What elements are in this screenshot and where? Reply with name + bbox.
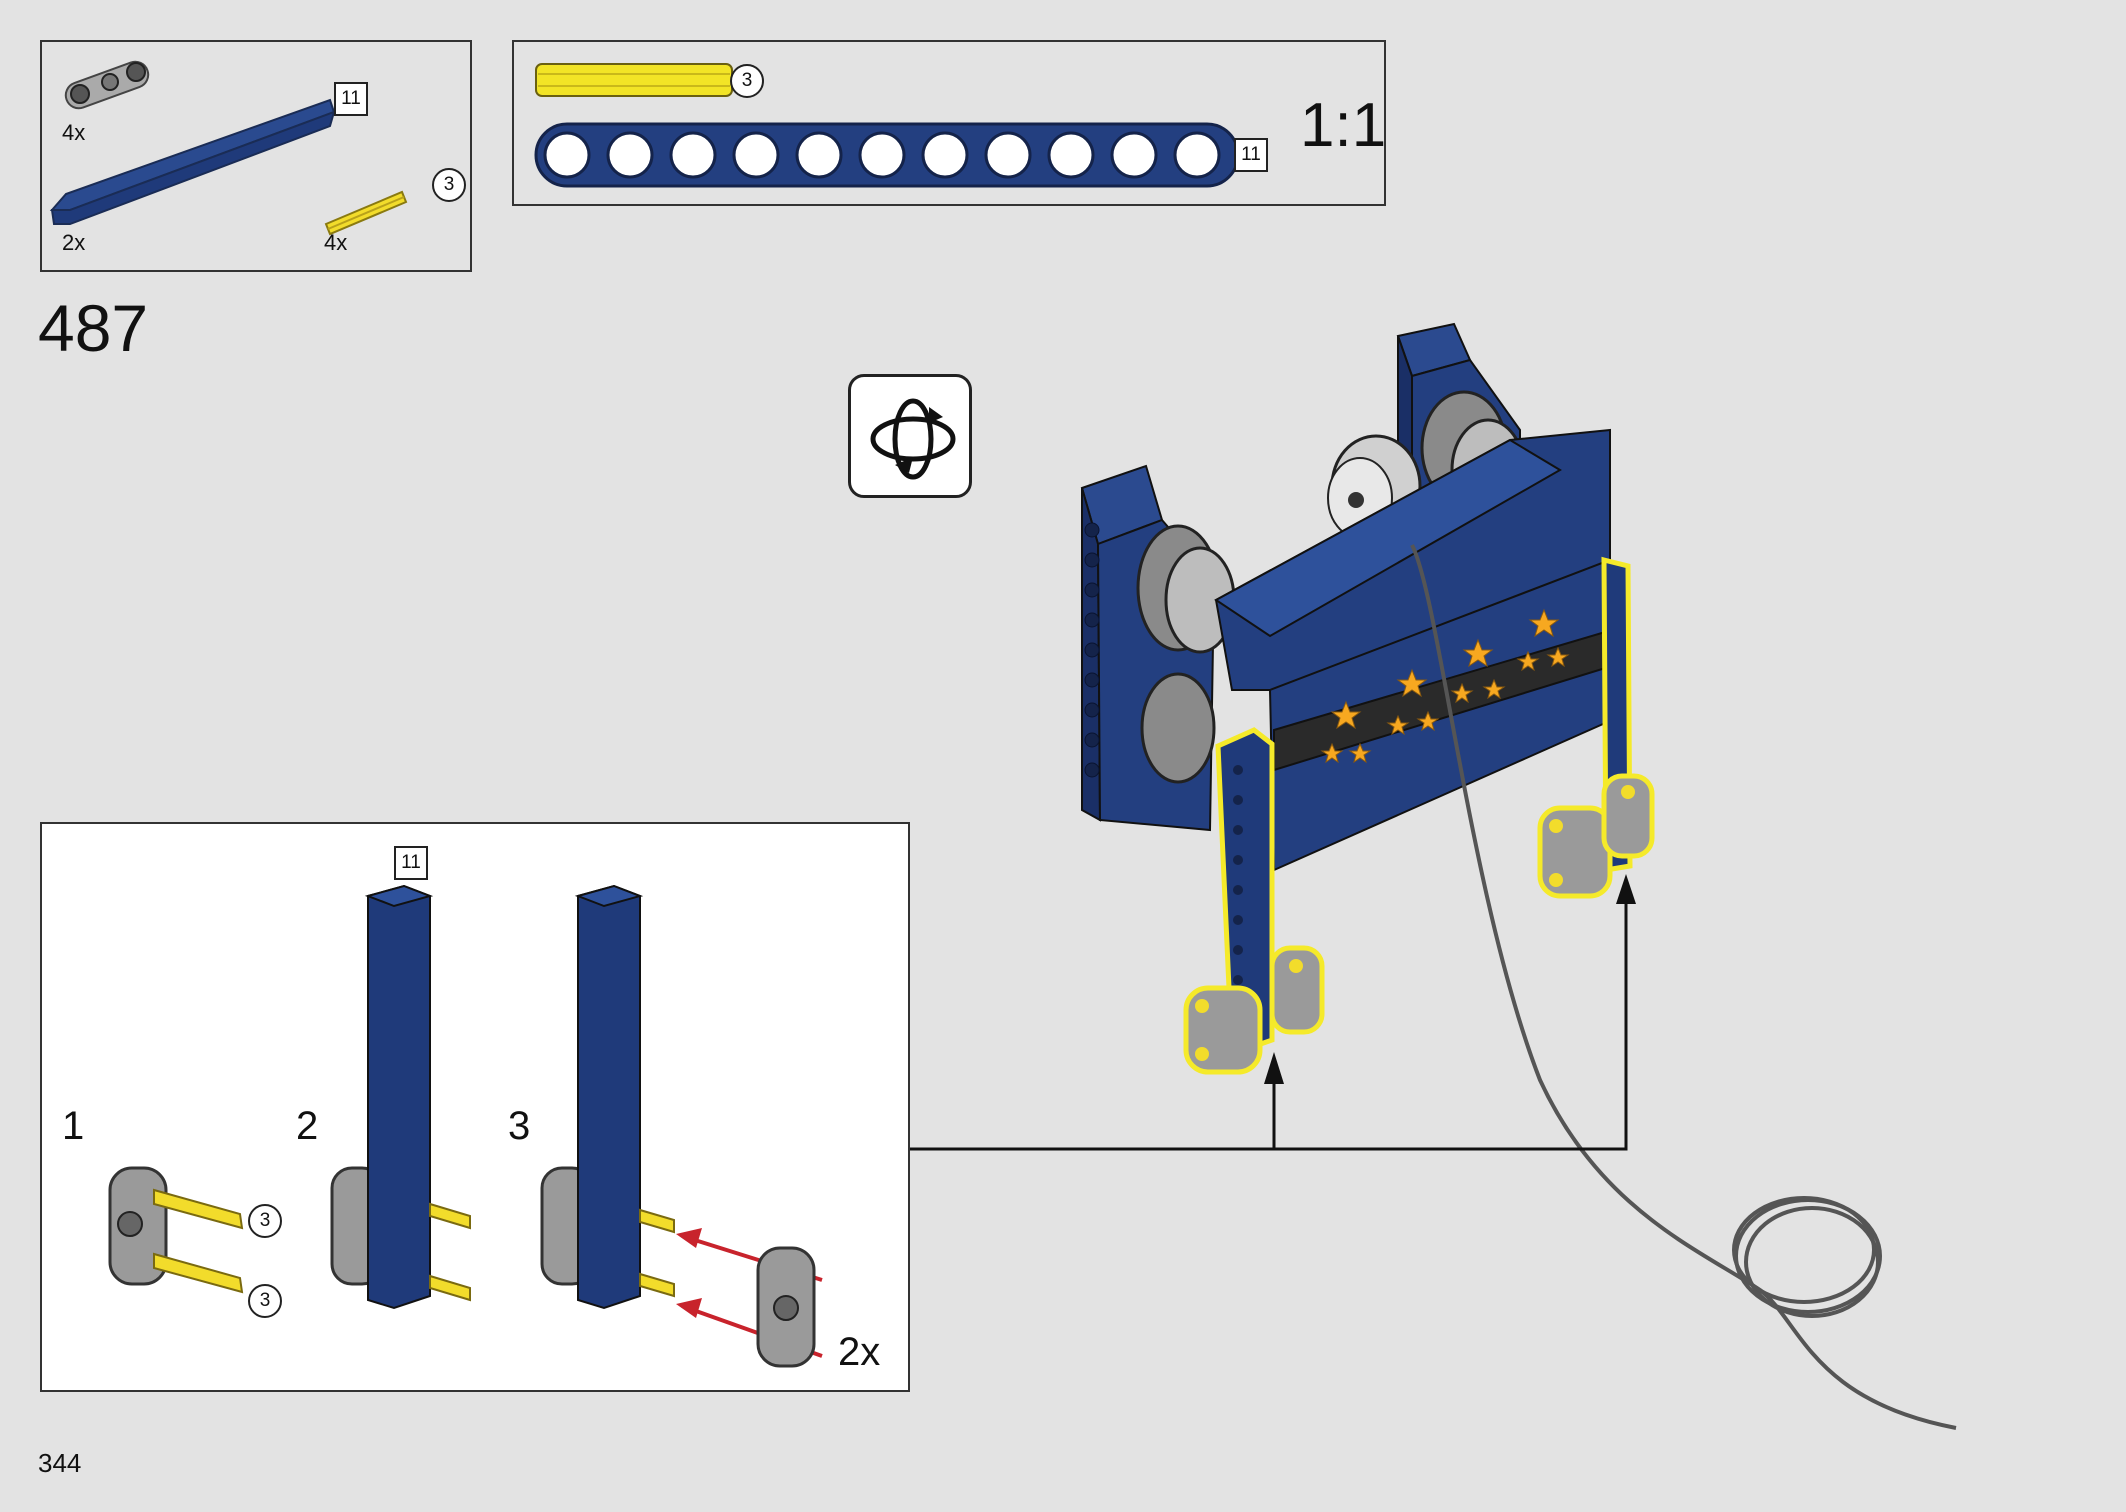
page-number: 344 <box>38 1448 82 1478</box>
model-gray-hub <box>1327 434 1422 539</box>
connector-part-icon <box>64 60 150 110</box>
scale-label: 1:1 <box>1300 91 1387 160</box>
parts-list-box: 4x 2x 4x 11 3 <box>40 40 472 272</box>
substep-callout-box: 11 1 2 3 3 3 2x <box>40 822 910 1392</box>
cable-coil <box>1732 1196 1882 1318</box>
model-left-leg <box>1183 727 1325 1075</box>
substep-3-assembly <box>540 884 823 1368</box>
arrow-up-left-icon <box>1264 1052 1284 1084</box>
rotate-model-icon <box>848 374 972 498</box>
beam-length-badge: 11 <box>334 82 368 116</box>
substep-1-axle-b-badge: 3 <box>248 1284 282 1318</box>
scale-art <box>534 63 1240 188</box>
substep-1-axle-a-badge: 3 <box>248 1204 282 1238</box>
beam-part-icon <box>49 98 336 225</box>
substep-1-number: 1 <box>62 1104 85 1148</box>
substep-1-assembly <box>108 1166 244 1294</box>
model-left-tower <box>1080 464 1236 832</box>
axle-scale-length-badge: 3 <box>730 64 764 98</box>
axle-part-icon <box>324 190 408 236</box>
axle-length-badge: 3 <box>432 168 466 202</box>
beam-qty: 2x <box>62 230 86 255</box>
axle-qty: 4x <box>324 230 348 255</box>
connector-qty: 4x <box>62 120 86 145</box>
model-cable <box>1410 544 1957 1430</box>
substep-art <box>108 884 823 1368</box>
model-right-leg <box>1537 556 1655 899</box>
substep-beam-length-badge: 11 <box>394 846 428 880</box>
arrow-up-right-icon <box>1616 874 1636 904</box>
axle-scale-icon <box>535 63 733 97</box>
model-top-crossbar <box>1214 428 1611 691</box>
substep-2-assembly <box>330 884 471 1310</box>
model-front-panel <box>1268 558 1614 872</box>
beam-scale-length-badge: 11 <box>1234 138 1268 172</box>
step-number: 487 <box>38 291 149 365</box>
model-right-tower <box>1396 322 1526 562</box>
scale-reference-box: 3 11 1:1 <box>512 40 1386 206</box>
beam-scale-icon <box>534 122 1240 188</box>
substep-2-number: 2 <box>296 1104 319 1148</box>
substep-3-number: 3 <box>508 1104 531 1148</box>
callout-lines <box>910 884 1628 1151</box>
parts-list-art <box>49 60 408 236</box>
substep-3-multiplier: 2x <box>838 1330 881 1374</box>
